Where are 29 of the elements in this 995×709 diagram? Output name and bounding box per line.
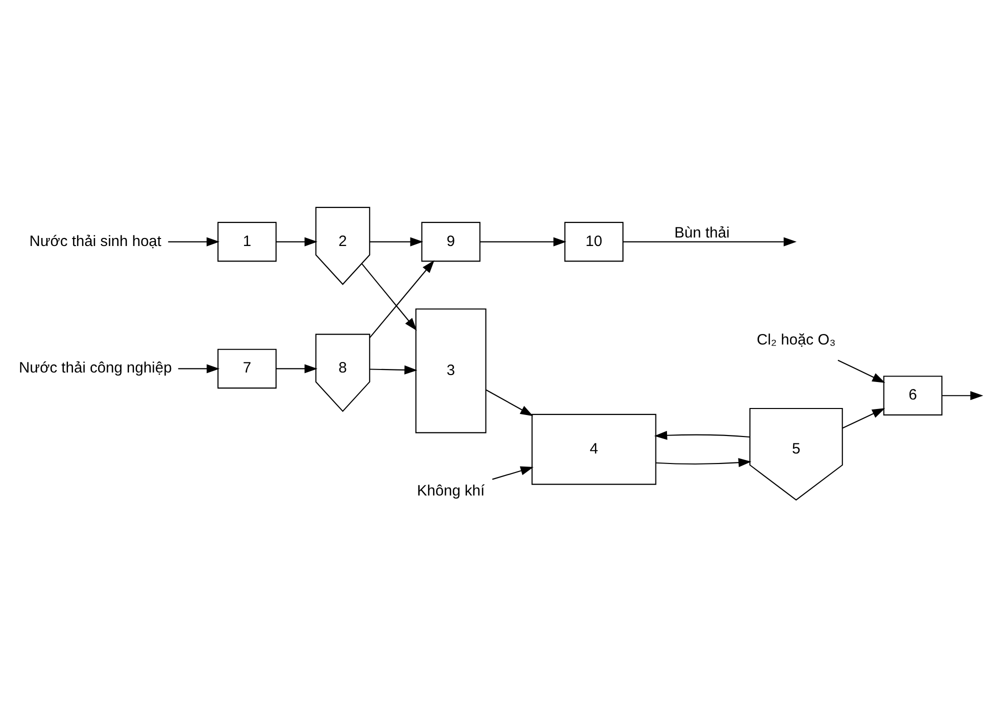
node-box: 1 (217, 221, 277, 262)
node-text: Nước thải công nghiệp (18, 359, 172, 376)
arrow (276, 364, 318, 373)
node-text: Cl₂ hoặc O₃ (756, 331, 836, 348)
node-box: 9 (421, 221, 480, 262)
arrow (178, 364, 220, 373)
arrow (654, 430, 750, 440)
arrow (361, 262, 417, 330)
edge-label: Bùn thải (674, 224, 730, 242)
arrow (623, 236, 797, 246)
arrow (370, 364, 418, 374)
arrow (486, 388, 534, 416)
arrow (276, 236, 318, 246)
node-box: 6 (883, 375, 942, 415)
node-box: 10 (564, 221, 624, 262)
arrow (369, 260, 434, 338)
node-box: 7 (217, 348, 277, 388)
node-text: Không khí (416, 482, 485, 499)
arrow (838, 359, 886, 382)
arrow (168, 236, 220, 246)
arrow (942, 390, 984, 400)
node-text: Nước thải sinh hoạt (29, 232, 162, 250)
arrow (656, 458, 752, 467)
arrow (370, 236, 424, 246)
arrow (842, 408, 886, 428)
arrow (480, 236, 566, 246)
node-box: 4 (532, 413, 656, 484)
arrow (492, 466, 534, 480)
node-box: 3 (415, 308, 486, 433)
